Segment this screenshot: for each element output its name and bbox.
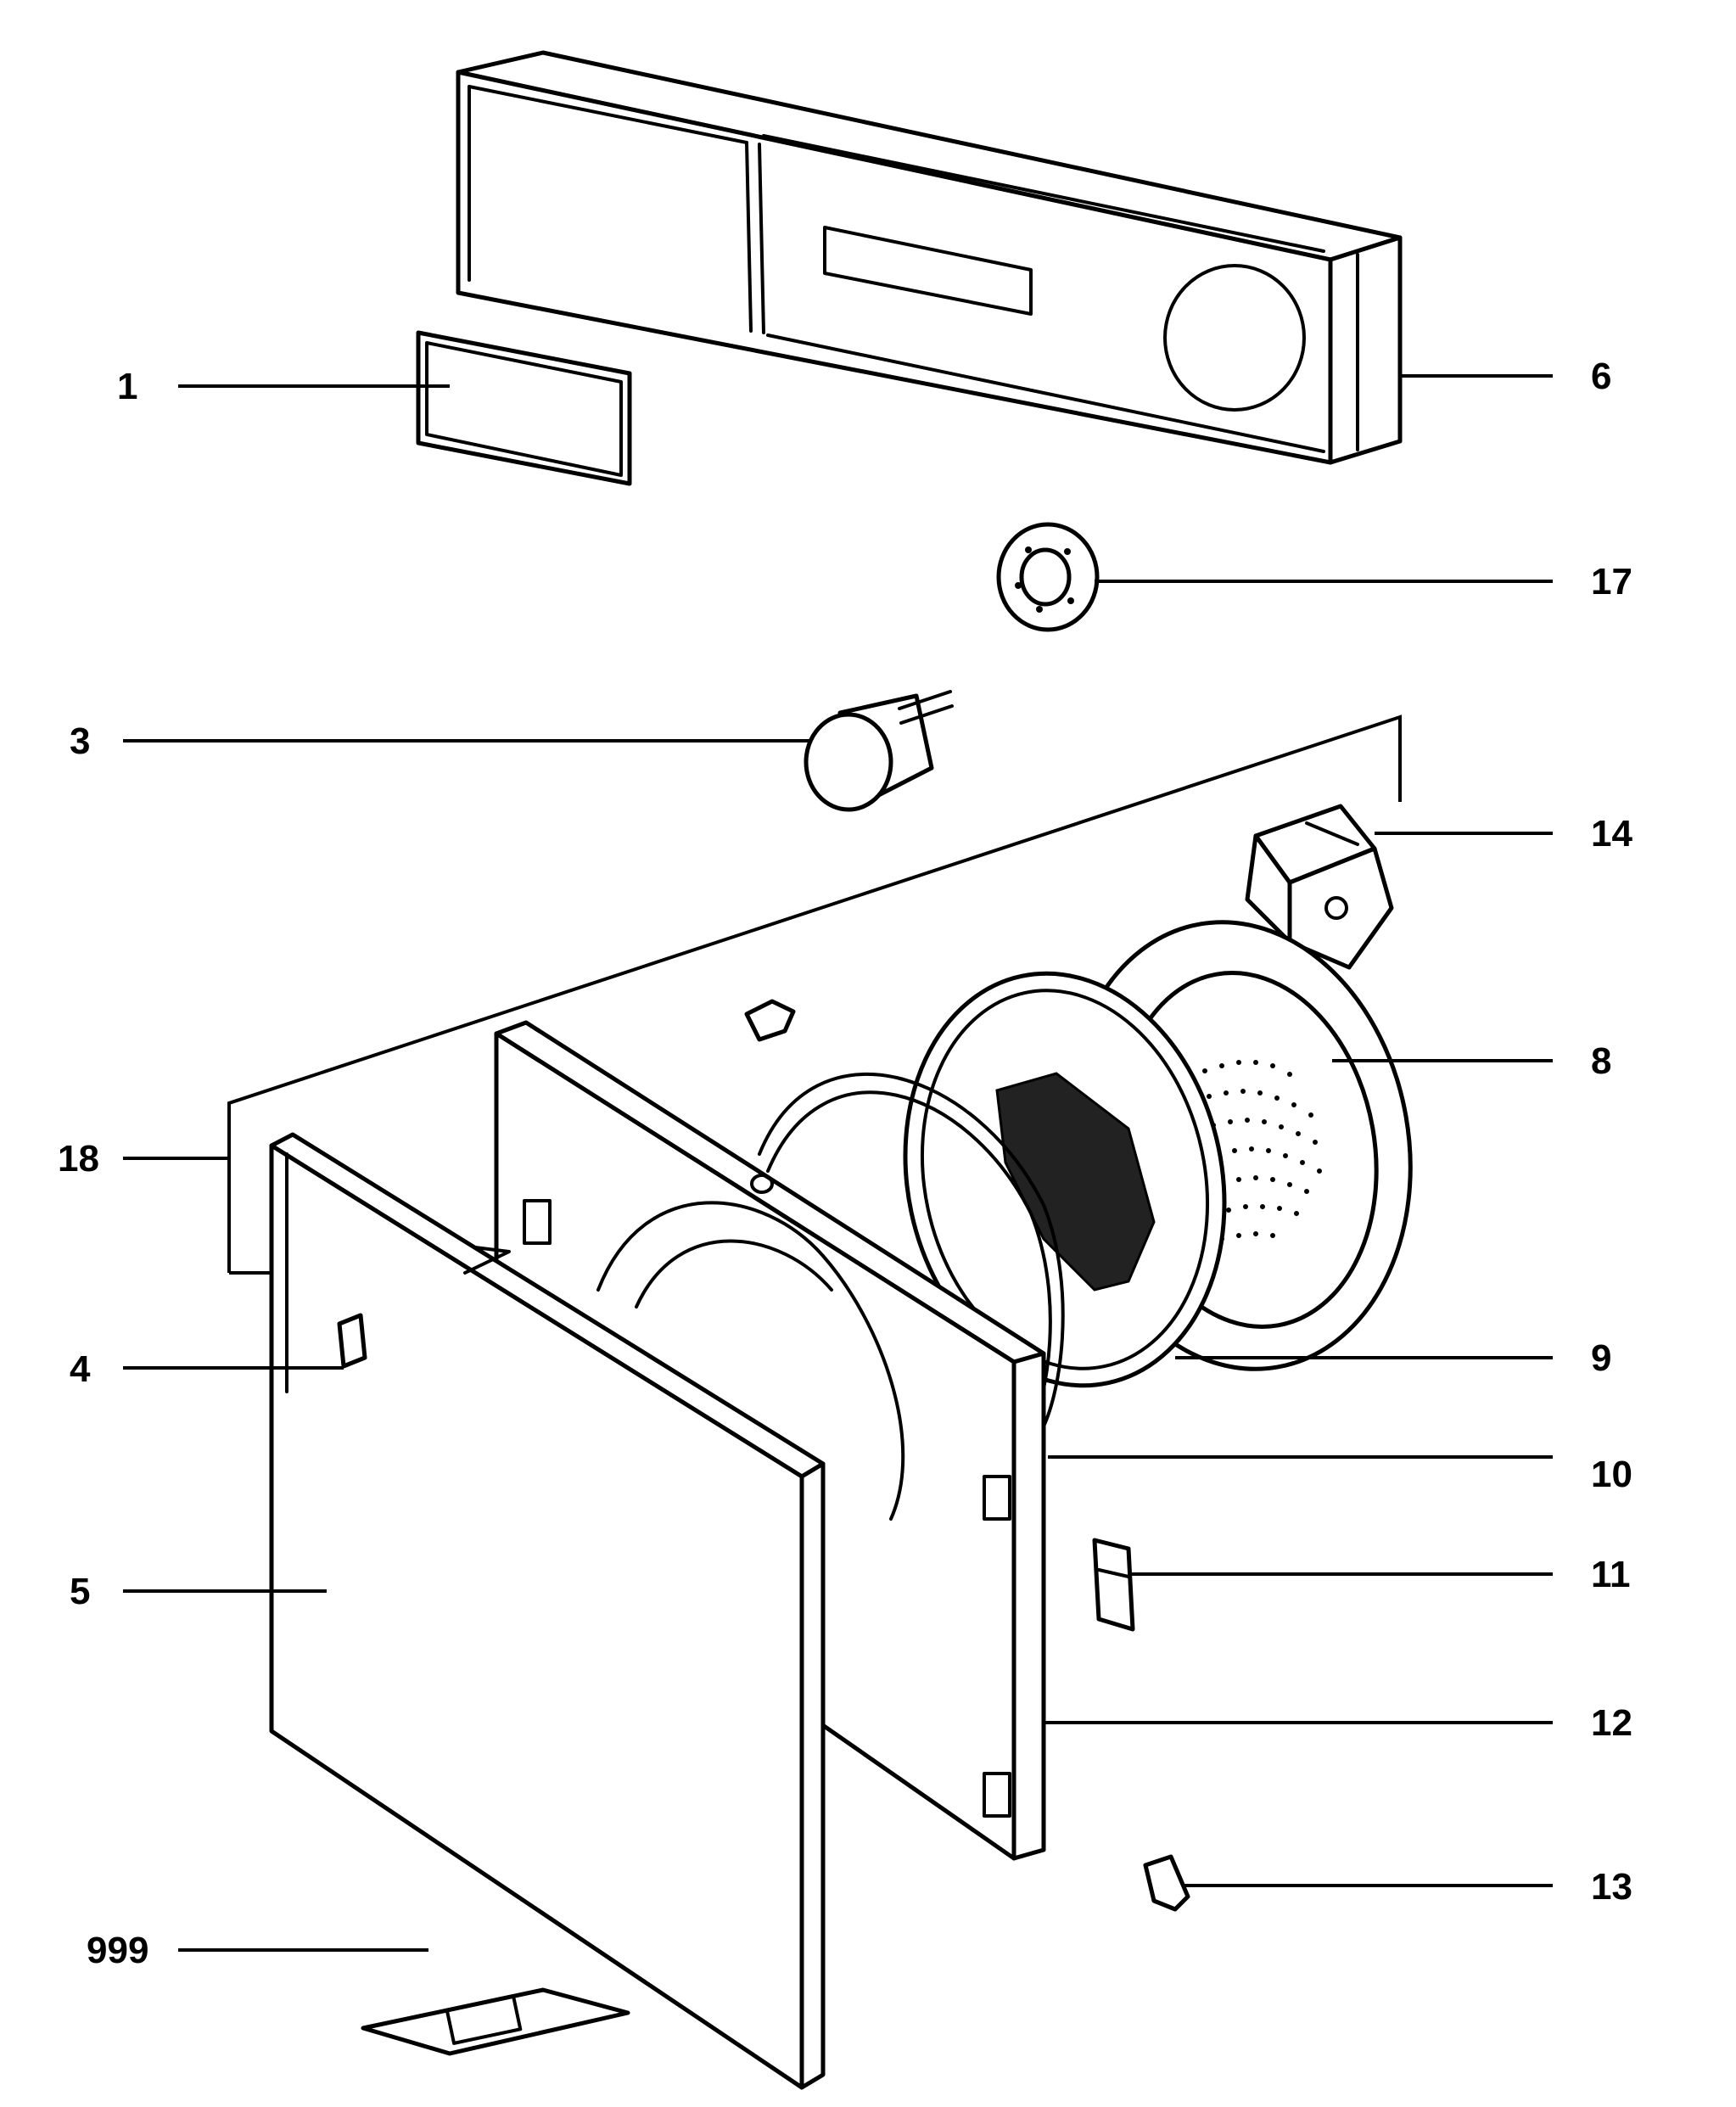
part-6-control-panel	[456, 50, 1403, 465]
callout-18: 18	[58, 1138, 99, 1180]
callout-12: 12	[1591, 1702, 1632, 1744]
part-10-gasket	[758, 1072, 1065, 1436]
part-1-cover-plate	[416, 330, 632, 486]
callout-5: 5	[70, 1571, 90, 1612]
callout-labels: 1 3 4 5 6 8 9 10 11 12 13 14 17 18 999	[58, 356, 1632, 1971]
part-13-clip	[1143, 1854, 1190, 1912]
part-11-plate	[1092, 1538, 1135, 1632]
leader-lines	[123, 374, 1553, 1952]
callout-11: 11	[1591, 1554, 1631, 1595]
part-4-clip	[337, 1313, 367, 1369]
callout-13: 13	[1591, 1866, 1632, 1908]
part-14-latch-bracket	[1245, 804, 1394, 970]
part-3-knob	[804, 690, 954, 812]
callout-3: 3	[70, 720, 90, 762]
callout-10: 10	[1591, 1454, 1632, 1495]
callout-6: 6	[1591, 356, 1611, 397]
part-999-label-sheet	[361, 1987, 630, 2056]
part-5-door-panel	[269, 1132, 826, 2090]
part-9-filter-ring	[903, 971, 1227, 1388]
callout-14: 14	[1591, 813, 1632, 855]
callout-4: 4	[70, 1348, 91, 1390]
part-17-seal-ring	[996, 522, 1100, 632]
callout-8: 8	[1591, 1040, 1611, 1082]
callout-999: 999	[87, 1930, 148, 1971]
small-clip-part	[744, 999, 796, 1042]
callout-17: 17	[1591, 561, 1632, 602]
callout-1: 1	[117, 366, 137, 407]
callout-9: 9	[1591, 1337, 1611, 1379]
